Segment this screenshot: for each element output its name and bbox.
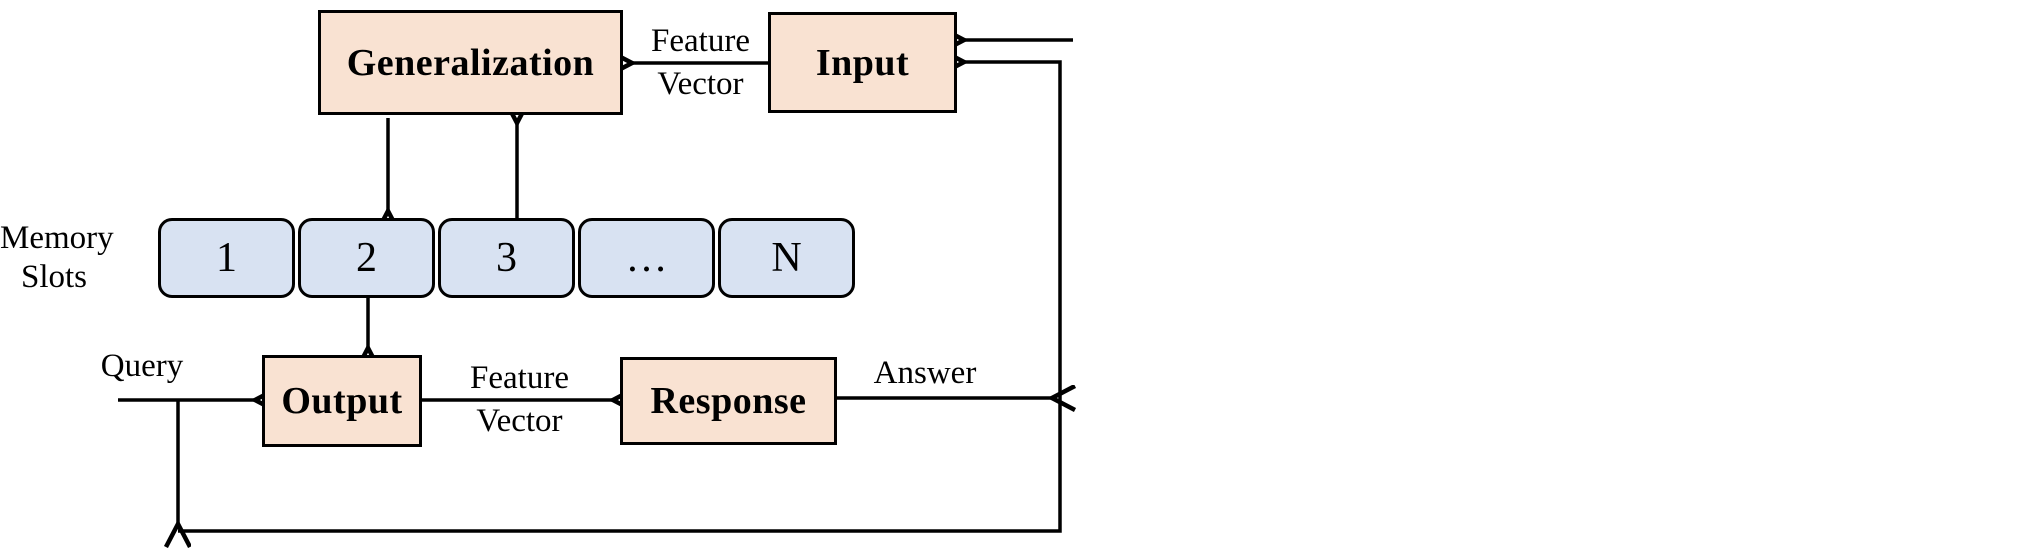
- node-response-label: Response: [650, 380, 807, 422]
- memory-slot-3: 3: [438, 218, 575, 298]
- query-label: Query: [100, 348, 184, 384]
- memory-slot-3-label: 3: [496, 235, 517, 281]
- memory-slot-1: 1: [158, 218, 295, 298]
- edge-feedback-loop: [178, 62, 1062, 533]
- memory-slot-ellipsis-label: …: [625, 235, 668, 281]
- node-generalization-label: Generalization: [346, 41, 595, 84]
- memory-slot-2-label: 2: [356, 235, 377, 281]
- feature-vector-label-bottom: Feature Vector: [447, 357, 592, 443]
- memory-slot-ellipsis: …: [578, 218, 715, 298]
- memory-slots-label: Memory Slots: [0, 219, 114, 297]
- feature-vector-top-line1: Feature: [651, 23, 750, 59]
- memory-slot-n: N: [718, 218, 855, 298]
- memory-slot-2: 2: [298, 218, 435, 298]
- feature-vector-top-line2: Vector: [657, 66, 744, 102]
- memory-slots-label-line1: Memory: [0, 220, 114, 256]
- answer-label: Answer: [873, 355, 977, 391]
- node-input-label: Input: [815, 41, 910, 84]
- memory-slot-1-label: 1: [216, 235, 237, 281]
- node-generalization: Generalization: [318, 10, 623, 115]
- memory-slot-n-label: N: [771, 235, 802, 281]
- feature-vector-bottom-line2: Vector: [476, 403, 563, 439]
- node-response: Response: [620, 357, 837, 445]
- node-output-label: Output: [281, 380, 403, 422]
- feature-vector-label-top: Feature Vector: [628, 20, 773, 106]
- node-output: Output: [262, 355, 422, 447]
- feature-vector-bottom-line1: Feature: [470, 360, 569, 396]
- memory-slots-label-line2: Slots: [20, 259, 88, 295]
- node-input: Input: [768, 12, 957, 113]
